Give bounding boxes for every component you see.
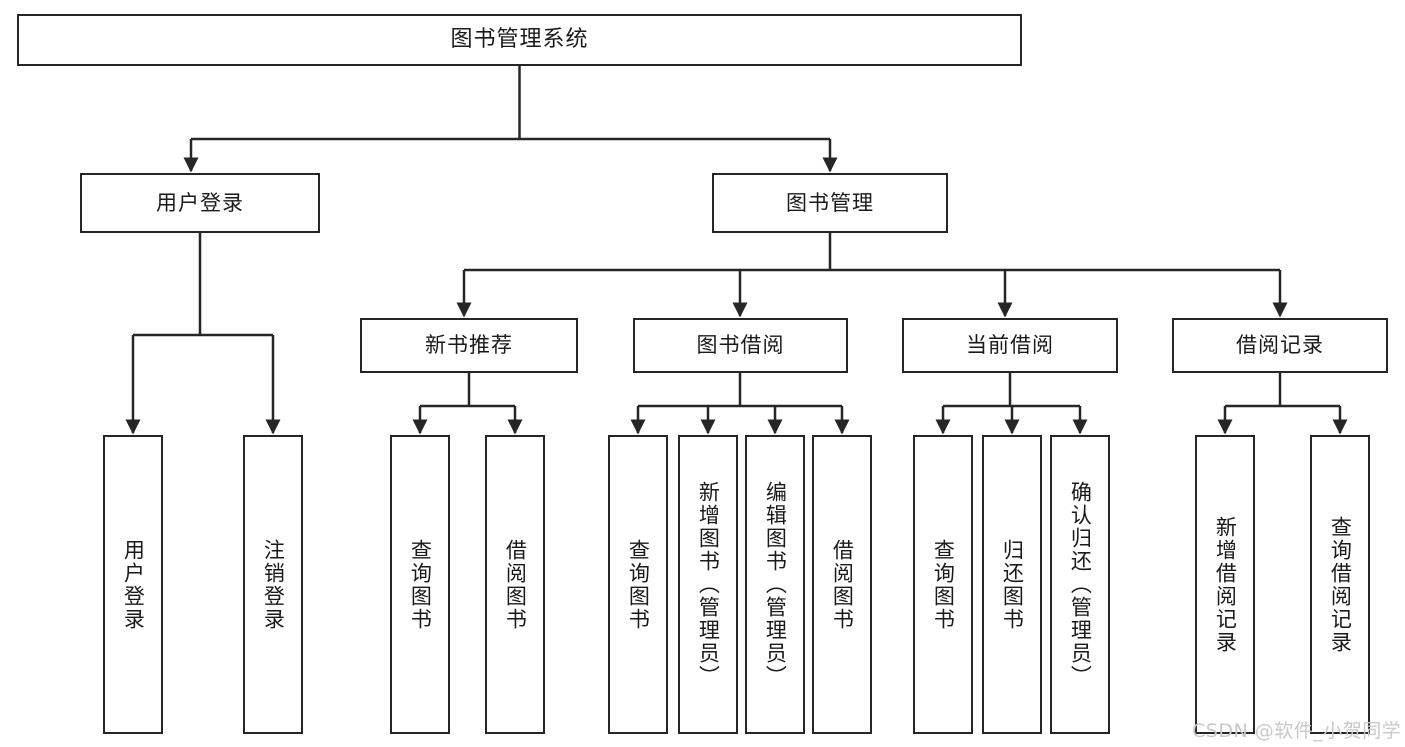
leaf-label: 归还图书 [1000,538,1025,631]
leaf-label: 借阅图书 [503,538,528,631]
leaf-add-borrow-record[interactable]: 新增借阅记录 [1195,435,1255,734]
leaf-label: 查询图书 [408,538,433,631]
leaf-edit-book-admin[interactable]: 编辑图书（管理员） [745,435,805,734]
leaf-query-book-current[interactable]: 查询图书 [913,435,973,734]
leaf-label: 用户登录 [121,538,146,631]
leaf-label: 编辑图书（管理员） [763,481,788,688]
leaf-confirm-return-admin[interactable]: 确认归还（管理员） [1050,435,1110,734]
node-book-management[interactable]: 图书管理 [712,173,948,233]
leaf-label: 查询借阅记录 [1328,515,1353,654]
leaf-logout[interactable]: 注销登录 [243,435,303,734]
node-user-login[interactable]: 用户登录 [80,173,320,233]
leaf-label: 查询图书 [626,538,651,631]
leaf-borrow-book[interactable]: 借阅图书 [812,435,872,734]
node-current-borrow[interactable]: 当前借阅 [902,318,1118,373]
node-new-book-recommend[interactable]: 新书推荐 [360,318,578,373]
leaf-label: 查询图书 [931,538,956,631]
leaf-return-book[interactable]: 归还图书 [982,435,1042,734]
leaf-label: 新增图书（管理员） [696,481,721,688]
leaf-label: 确认归还（管理员） [1068,481,1093,688]
leaf-query-borrow-record[interactable]: 查询借阅记录 [1310,435,1370,734]
node-root-system[interactable]: 图书管理系统 [17,14,1022,66]
leaf-user-login[interactable]: 用户登录 [103,435,163,734]
leaf-label: 注销登录 [261,538,286,631]
leaf-query-book-borrow[interactable]: 查询图书 [608,435,668,734]
leaf-label: 新增借阅记录 [1213,515,1238,654]
leaf-query-book-newbook[interactable]: 查询图书 [390,435,450,734]
leaf-borrow-book-newbook[interactable]: 借阅图书 [485,435,545,734]
node-borrow-record[interactable]: 借阅记录 [1172,318,1388,373]
leaf-add-book-admin[interactable]: 新增图书（管理员） [678,435,738,734]
node-book-borrow[interactable]: 图书借阅 [633,318,848,373]
leaf-label: 借阅图书 [830,538,855,631]
